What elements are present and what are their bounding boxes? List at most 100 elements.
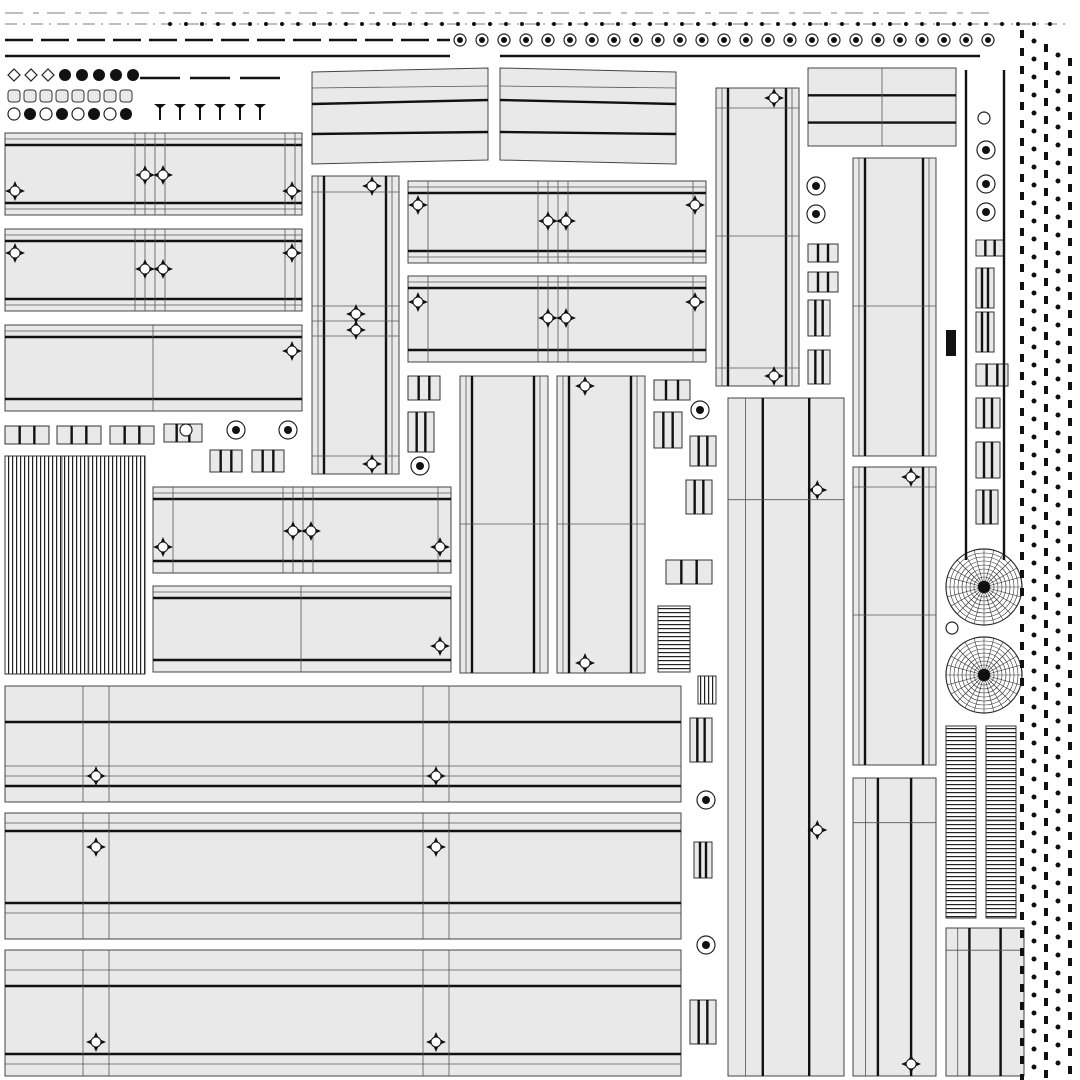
dash-marker — [1020, 678, 1024, 686]
small-grille — [657, 605, 691, 673]
small-block — [685, 479, 713, 515]
dot-marker — [1055, 556, 1061, 562]
bolt-marker — [651, 33, 665, 47]
dash-marker — [1068, 490, 1072, 498]
dash-marker — [1020, 840, 1024, 848]
dot-marker — [1031, 362, 1037, 368]
dash-marker — [1020, 768, 1024, 776]
dot-marker — [344, 22, 348, 26]
dot-marker — [696, 22, 700, 26]
dash-marker — [1044, 404, 1048, 412]
dash-marker — [1044, 422, 1048, 430]
dash-marker — [1044, 458, 1048, 466]
bolt-marker — [453, 33, 467, 47]
small-part — [7, 68, 21, 82]
bolt-marker — [673, 33, 687, 47]
dot-marker — [792, 22, 796, 26]
dot-marker — [1055, 304, 1061, 310]
dash-marker — [1068, 652, 1072, 660]
bolt-marker — [563, 33, 577, 47]
dot-marker — [1055, 340, 1061, 346]
dot-marker — [1055, 862, 1061, 868]
dash-marker — [1044, 1016, 1048, 1024]
dash-marker — [1020, 1002, 1024, 1010]
dot-marker — [1055, 1060, 1061, 1066]
small-part — [110, 69, 122, 81]
small-part — [93, 69, 105, 81]
dash-marker — [1020, 354, 1024, 362]
small-part — [103, 89, 117, 103]
small-block — [109, 425, 155, 445]
small-block — [689, 435, 717, 467]
bolt-marker — [827, 33, 841, 47]
bolt-marker — [475, 33, 489, 47]
dot-marker — [1031, 650, 1037, 656]
dash-marker — [1044, 944, 1048, 952]
panel-top-right-block — [807, 67, 957, 147]
dash-marker — [1020, 516, 1024, 524]
dash-marker — [1020, 588, 1024, 596]
dot-marker — [232, 22, 236, 26]
dash-marker — [1068, 328, 1072, 336]
panel-wing-right — [499, 67, 677, 165]
dot-marker — [408, 22, 412, 26]
dash-marker — [1068, 958, 1072, 966]
dot-marker — [520, 22, 524, 26]
dash-marker — [1044, 836, 1048, 844]
dot-marker — [984, 22, 988, 26]
dot-marker — [1055, 502, 1061, 508]
small-part — [103, 107, 117, 121]
dash-marker — [1068, 418, 1072, 426]
dash-marker — [1044, 800, 1048, 808]
dash-marker — [1068, 940, 1072, 948]
dot-marker — [424, 22, 428, 26]
small-block — [946, 330, 956, 356]
small-block — [653, 379, 691, 401]
small-block — [407, 411, 435, 453]
dash-marker — [1020, 966, 1024, 974]
dot-marker — [1031, 866, 1037, 872]
dash-marker — [1020, 246, 1024, 254]
dot-marker — [616, 22, 620, 26]
dot-marker — [952, 22, 956, 26]
dash-marker — [1044, 638, 1048, 646]
small-part — [41, 68, 55, 82]
dash-marker — [1044, 710, 1048, 718]
dot-marker — [1055, 1006, 1061, 1012]
small-part — [39, 89, 53, 103]
small-block — [251, 449, 285, 473]
ring-marker — [179, 423, 193, 437]
dot-marker — [376, 22, 380, 26]
dash-marker — [1020, 570, 1024, 578]
dash-marker — [1044, 134, 1048, 142]
dash-marker — [1068, 166, 1072, 174]
dash-marker — [1068, 562, 1072, 570]
dash-marker — [1068, 436, 1072, 444]
dot-marker — [1055, 1042, 1061, 1048]
dot-marker — [1055, 664, 1061, 670]
small-part — [59, 69, 71, 81]
dash-marker — [1020, 336, 1024, 344]
dash-marker — [1044, 44, 1048, 52]
dash-marker — [1068, 130, 1072, 138]
dash-marker — [1020, 822, 1024, 830]
bolt-marker — [629, 33, 643, 47]
dot-marker — [1055, 844, 1061, 850]
dot-marker — [1031, 344, 1037, 350]
dash-marker — [1068, 346, 1072, 354]
dot-marker — [1055, 232, 1061, 238]
dash-marker — [1068, 238, 1072, 246]
dash-marker — [1020, 408, 1024, 416]
dot-marker — [1055, 754, 1061, 760]
dash-marker — [1044, 998, 1048, 1006]
dot-marker — [1031, 470, 1037, 476]
dash-marker — [1020, 462, 1024, 470]
dash-marker — [1020, 1020, 1024, 1028]
dash-marker — [1068, 202, 1072, 210]
small-block — [4, 425, 50, 445]
bolt-marker — [959, 33, 973, 47]
dash-marker — [1044, 242, 1048, 250]
dash-marker — [1044, 368, 1048, 376]
dash-marker — [1068, 688, 1072, 696]
dot-marker — [1055, 592, 1061, 598]
